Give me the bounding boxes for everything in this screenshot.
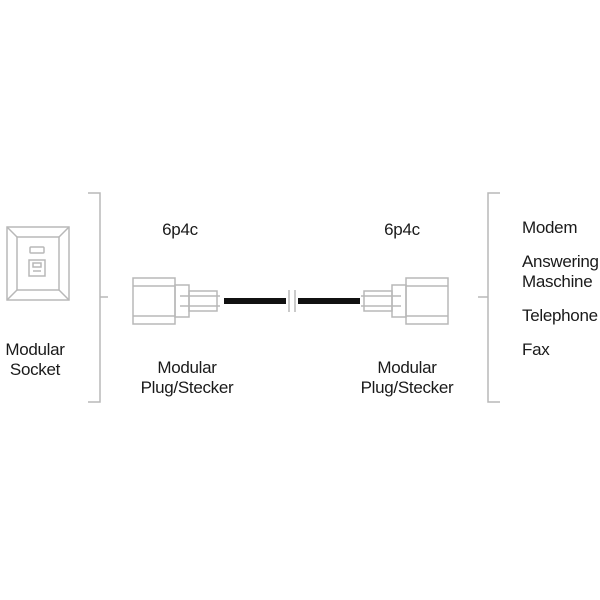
socket-top-slot (29, 246, 45, 254)
left-plug-label: Modular Plug/Stecker (122, 358, 252, 398)
left-plug-boot (174, 284, 190, 318)
right-plug-type-text: 6p4c (384, 220, 420, 239)
device-modem-text: Modem (522, 218, 578, 237)
socket-inner-frame (16, 236, 60, 291)
right-plug-boot (391, 284, 407, 318)
socket-port-clip (32, 262, 42, 268)
socket-bevel-tl (6, 226, 18, 238)
socket-bevel-bl (6, 289, 18, 301)
device-answering-line2: Maschine (522, 272, 593, 291)
right-plug-type: 6p4c (372, 220, 432, 240)
right-bracket-line (487, 192, 500, 403)
left-plug-strain-relief (188, 290, 218, 312)
right-plug-body (405, 277, 449, 325)
device-fax-text: Fax (522, 340, 550, 359)
modular-socket-icon (6, 226, 70, 301)
left-bracket-line (88, 192, 101, 403)
socket-bevel-br (58, 289, 70, 301)
right-plug-label: Modular Plug/Stecker (342, 358, 472, 398)
device-telephone-text: Telephone (522, 306, 598, 325)
left-plug-label-line2: Plug/Stecker (140, 378, 234, 397)
device-fax: Fax (522, 340, 550, 360)
cable (224, 290, 360, 312)
socket-outer-frame (6, 226, 70, 301)
left-plug-label-line1: Modular (157, 358, 217, 377)
right-plug-label-line1: Modular (377, 358, 437, 377)
device-modem: Modem (522, 218, 577, 238)
device-answering-machine: Answering Maschine (522, 252, 599, 292)
socket-label: Modular Socket (0, 340, 70, 380)
device-telephone: Telephone (522, 306, 598, 326)
right-plug-label-line2: Plug/Stecker (360, 378, 454, 397)
right-plug-strain-relief (363, 290, 393, 312)
left-plug-type: 6p4c (150, 220, 210, 240)
left-plug-type-text: 6p4c (162, 220, 198, 239)
left-plug-body (132, 277, 176, 325)
left-bracket (88, 192, 108, 403)
socket-label-line1: Modular (5, 340, 65, 359)
device-answering-line1: Answering (522, 252, 599, 271)
socket-bevel-tr (58, 226, 70, 238)
socket-label-line2: Socket (9, 360, 61, 379)
socket-port (28, 259, 46, 277)
left-modular-plug-icon (132, 277, 220, 325)
right-bracket (478, 192, 500, 403)
right-modular-plug-icon (361, 277, 449, 325)
